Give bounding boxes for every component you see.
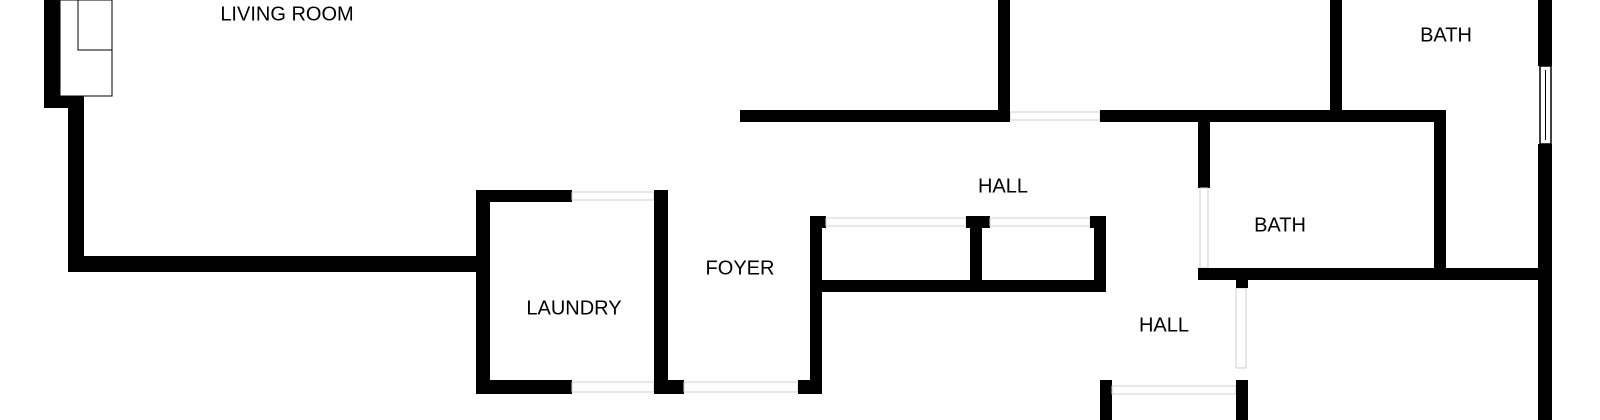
lower-hall-side-opening	[1235, 287, 1247, 369]
wall-upper-hall-left	[740, 110, 1010, 122]
room-label-bath-middle: BATH	[1254, 214, 1306, 236]
wall-laundry-right	[654, 190, 668, 394]
room-label-hall-lower: HALL	[1139, 314, 1189, 336]
wall-bath-left-top	[1198, 116, 1210, 188]
room-label-living-room: LIVING ROOM	[220, 3, 353, 25]
wall-foyer-bottom-a	[654, 380, 684, 394]
wall-upper-hall-right	[1100, 110, 1446, 122]
laundry-walls	[476, 190, 812, 394]
lower-hall-opening	[1111, 385, 1237, 395]
room-label-bath-upper: BATH	[1420, 24, 1472, 46]
laundry-top-opening	[571, 191, 655, 201]
wall-foyer-bottom-b	[798, 380, 812, 394]
middle-bath-walls	[1198, 110, 1542, 280]
wall-top-room-right	[1330, 0, 1342, 110]
front-entry-opening	[683, 381, 799, 393]
room-label-laundry: LAUNDRY	[526, 297, 621, 319]
wall-bath-right	[1434, 110, 1446, 280]
wall-exterior-right-top	[1538, 0, 1552, 66]
wall-closet-right	[1094, 216, 1106, 292]
wall-lower-hall-right-stub	[1236, 380, 1248, 420]
laundry-bottom-opening	[571, 381, 655, 393]
wall-living-left	[68, 96, 84, 272]
fireplace-wall-left	[44, 0, 62, 108]
wall-top-room-left	[998, 0, 1010, 122]
wall-closet-top-a	[810, 216, 826, 228]
wall-exterior-right-bottom	[1538, 144, 1552, 420]
wall-laundry-left	[476, 190, 490, 394]
wall-closet-left	[810, 216, 822, 394]
wall-lower-hall-left-stub	[1100, 380, 1112, 420]
closets	[810, 216, 1106, 394]
bath-door	[1199, 187, 1209, 269]
wall-bath-bottom	[1198, 268, 1542, 280]
closet-door-2	[989, 217, 1091, 227]
wall-laundry-bottom-a	[476, 380, 572, 394]
room-label-foyer: FOYER	[706, 257, 775, 279]
wall-closet-bottom	[810, 280, 1106, 292]
wall-living-bottom	[68, 256, 488, 272]
closet-door-1	[825, 217, 967, 227]
wall-closet-divider	[970, 216, 982, 282]
wall-laundry-top-a	[476, 190, 572, 202]
fireplace	[44, 0, 113, 108]
fireplace-firebox	[77, 0, 113, 51]
room-label-hall-upper: HALL	[978, 175, 1028, 197]
upper-hall-opening	[1009, 111, 1101, 121]
